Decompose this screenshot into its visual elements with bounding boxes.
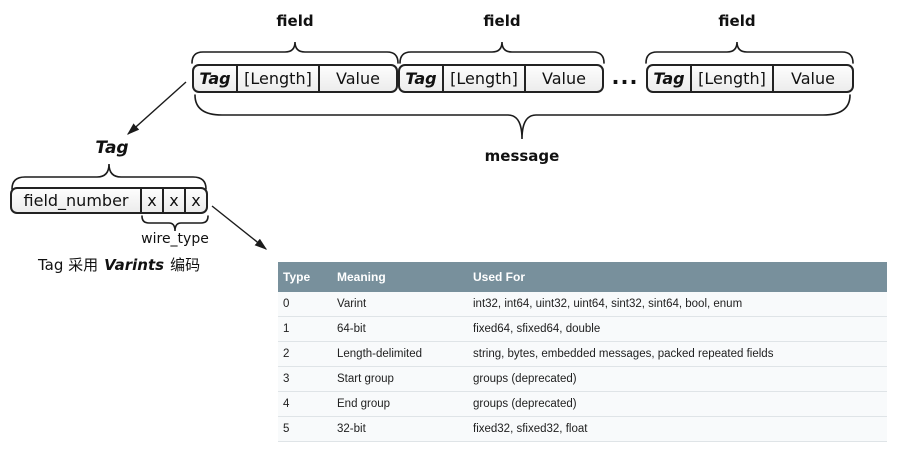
- type-cell: 5: [278, 416, 332, 442]
- field-group-3: Tag [Length] Value: [646, 64, 854, 93]
- field-number-cell: field_number: [10, 187, 142, 214]
- table-row: 4 End group groups (deprecated): [278, 391, 887, 417]
- table-row: 1 64-bit fixed64, sfixed64, double: [278, 316, 887, 342]
- length-cell: [Length]: [442, 64, 526, 93]
- table-row: 5 32-bit fixed32, sfixed32, float: [278, 416, 887, 442]
- usedfor-cell: int32, int64, uint32, uint64, sint32, si…: [468, 292, 887, 317]
- value-cell: Value: [318, 64, 398, 93]
- field-brace-3: [645, 41, 854, 64]
- type-cell: 4: [278, 391, 332, 417]
- field-group-1: Tag [Length] Value: [192, 64, 398, 93]
- meaning-cell: Start group: [332, 366, 468, 392]
- value-cell: Value: [524, 64, 604, 93]
- wire-type-table: Type Meaning Used For 0 Varint int32, in…: [278, 262, 887, 442]
- tag-cell: Tag: [192, 64, 238, 93]
- wire-type-brace: [141, 215, 209, 232]
- wire-type-bit-cell: x: [184, 187, 208, 214]
- note-prefix: Tag 采用: [38, 256, 99, 274]
- ellipsis: ...: [611, 64, 639, 89]
- type-cell: 3: [278, 366, 332, 392]
- meaning-cell: 32-bit: [332, 416, 468, 442]
- tag-breakdown-box: field_number x x x: [10, 187, 208, 214]
- header-type: Type: [278, 262, 332, 292]
- varint-note: Tag 采用 Varints 编码: [38, 254, 200, 275]
- wire-type-label: wire_type: [141, 231, 209, 247]
- wire-type-bit-cell: x: [140, 187, 164, 214]
- type-cell: 2: [278, 341, 332, 367]
- meaning-cell: Varint: [332, 292, 468, 317]
- value-cell: Value: [772, 64, 854, 93]
- meaning-cell: Length-delimited: [332, 341, 468, 367]
- length-cell: [Length]: [236, 64, 320, 93]
- message-brace: [194, 94, 851, 140]
- field-brace-2: [399, 41, 605, 64]
- field-label-2: field: [483, 12, 521, 30]
- type-cell: 0: [278, 292, 332, 317]
- message-label: message: [484, 147, 560, 165]
- header-meaning: Meaning: [332, 262, 468, 292]
- usedfor-cell: fixed32, sfixed32, float: [468, 416, 887, 442]
- note-suffix: 编码: [170, 256, 201, 274]
- length-cell: [Length]: [690, 64, 774, 93]
- field-group-2: Tag [Length] Value: [398, 64, 604, 93]
- usedfor-cell: groups (deprecated): [468, 366, 887, 392]
- field-label-1: field: [276, 12, 314, 30]
- table-header-row: Type Meaning Used For: [278, 262, 887, 292]
- wire-type-bit-cell: x: [162, 187, 186, 214]
- usedfor-cell: groups (deprecated): [468, 391, 887, 417]
- table-row: 2 Length-delimited string, bytes, embedd…: [278, 341, 887, 367]
- usedfor-cell: string, bytes, embedded messages, packed…: [468, 341, 887, 367]
- meaning-cell: 64-bit: [332, 316, 468, 342]
- tag-cell: Tag: [646, 64, 692, 93]
- table-row: 0 Varint int32, int64, uint32, uint64, s…: [278, 292, 887, 317]
- type-cell: 1: [278, 316, 332, 342]
- field-brace-1: [191, 41, 399, 64]
- meaning-cell: End group: [332, 391, 468, 417]
- arrow-tag-zoom: [126, 81, 187, 135]
- tag-cell: Tag: [398, 64, 444, 93]
- header-used-for: Used For: [468, 262, 887, 292]
- table-row: 3 Start group groups (deprecated): [278, 366, 887, 392]
- note-emphasis: Varints: [104, 256, 165, 274]
- usedfor-cell: fixed64, sfixed64, double: [468, 316, 887, 342]
- tag-brace: [11, 163, 207, 190]
- field-label-3: field: [718, 12, 756, 30]
- tag-label: Tag: [95, 138, 129, 158]
